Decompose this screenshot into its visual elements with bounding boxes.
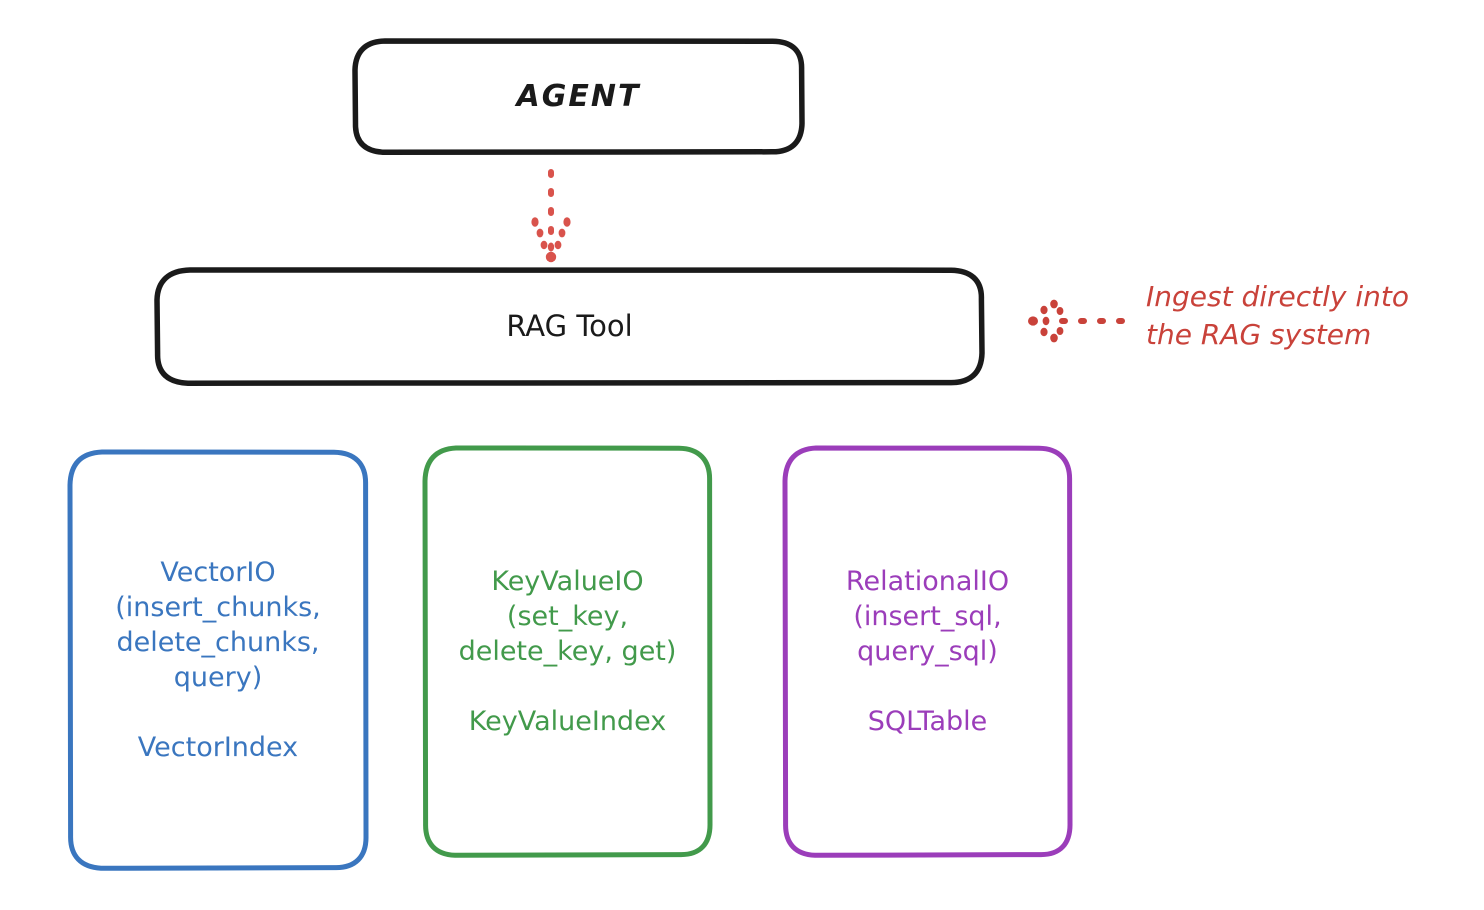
vector-io-box[interactable] — [67, 449, 369, 871]
ingest-note-connector — [1028, 299, 1141, 343]
agent-to-rag-connector — [531, 169, 571, 263]
key-value-io-box[interactable] — [422, 445, 713, 858]
agent-box[interactable] — [352, 38, 805, 156]
rag-tool-box[interactable] — [154, 267, 985, 386]
ingest-annotation-text: Ingest directly into the RAG system — [1146, 280, 1410, 351]
relational-io-box[interactable] — [782, 445, 1073, 858]
